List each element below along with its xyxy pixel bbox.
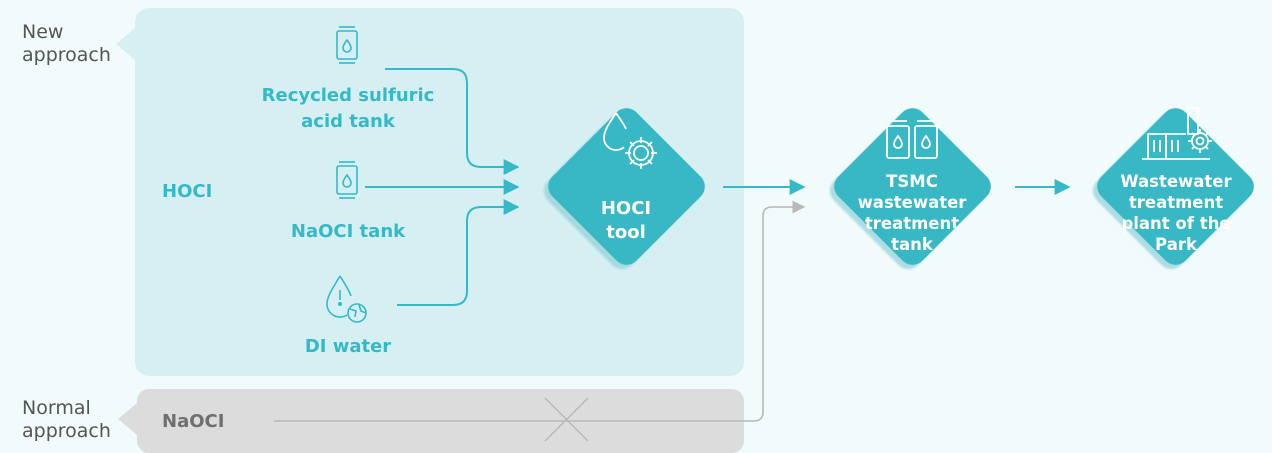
blocked-cross-icon bbox=[544, 397, 589, 442]
tsmc-tank-label: TSMC wastewater treatment tank bbox=[857, 172, 967, 254]
sulfuric-connector bbox=[385, 68, 520, 175]
naocl-group-label: NaOCI bbox=[162, 411, 225, 432]
normal-approach-connector bbox=[274, 200, 806, 422]
park-plant-node bbox=[1097, 108, 1254, 265]
hocl-group-label: HOCI bbox=[162, 181, 213, 202]
di-water-connector bbox=[397, 199, 520, 306]
new-approach-panel bbox=[116, 8, 744, 376]
hocl-tool-label: HOCI tool bbox=[600, 198, 652, 243]
tsmc-tank-node bbox=[834, 108, 991, 265]
twin-tanks-icon bbox=[886, 120, 938, 159]
tank-icon bbox=[336, 26, 358, 64]
park-plant-label: Wastewater treatment plant of the Park bbox=[1120, 172, 1232, 254]
normal-approach-label: Normal approach bbox=[22, 397, 111, 442]
tank-icon bbox=[336, 161, 358, 199]
di-water-label: DI water bbox=[304, 336, 392, 357]
new-approach-label: New approach bbox=[22, 21, 111, 66]
drop-gear-icon bbox=[603, 112, 657, 169]
factory-gear-icon bbox=[1142, 107, 1212, 160]
naocl-tank-label: NaOCI tank bbox=[290, 221, 406, 242]
sulfuric-tank-label: Recycled sulfuric acid tank bbox=[261, 85, 435, 132]
water-drop-icon bbox=[326, 275, 367, 323]
hocl-tool-node bbox=[548, 108, 705, 265]
